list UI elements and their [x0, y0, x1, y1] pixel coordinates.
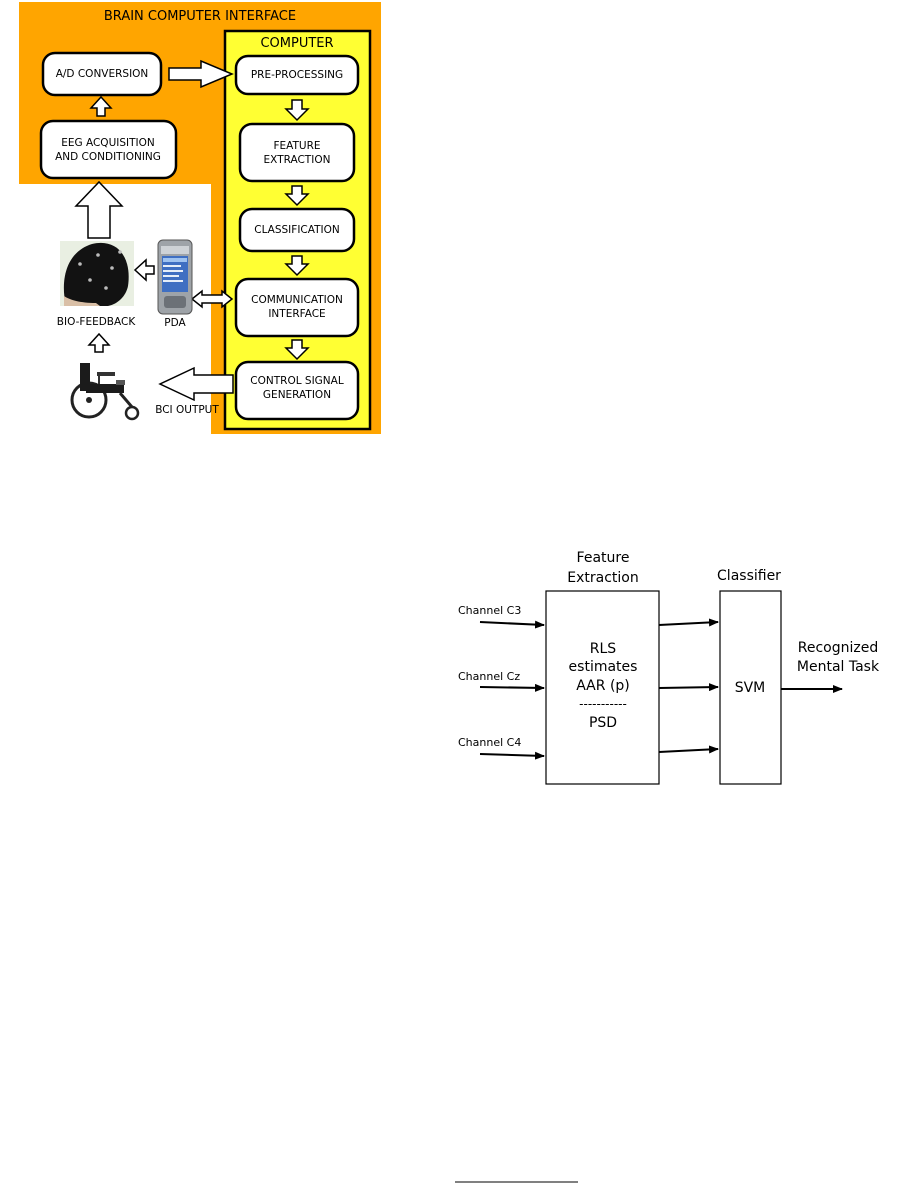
bci-title: BRAIN COMPUTER INTERFACE	[104, 9, 296, 24]
separator-label: -----------	[579, 697, 627, 711]
rls-label: RLS	[590, 641, 617, 657]
communication-interface-box: COMMUNICATION INTERFACE	[234, 277, 360, 338]
arrow-pda-comm-bidirectional	[190, 289, 234, 309]
feature-label-line1: FEATURE	[273, 140, 320, 152]
classifier-header: Classifier	[717, 568, 781, 584]
comm-label-line1: COMMUNICATION	[251, 294, 343, 306]
arrow-eeg-to-ad	[89, 95, 113, 117]
eeg-head-image	[60, 241, 134, 306]
output-label-line1: Recognized	[798, 640, 878, 656]
comm-label-line2: INTERFACE	[268, 308, 325, 320]
feature-extraction-header-line1: Feature	[577, 550, 630, 566]
classification-label: CLASSIFICATION	[254, 224, 340, 236]
feature-extraction-box: FEATURE EXTRACTION	[238, 122, 356, 183]
arrow-wheelchair-to-feedback	[87, 332, 111, 353]
eeg-label-line2: AND CONDITIONING	[55, 151, 161, 163]
arrow-comm-to-control	[284, 339, 310, 361]
wheelchair-image	[70, 363, 140, 421]
estimates-label: estimates	[569, 659, 638, 675]
pda-label: PDA	[164, 317, 186, 329]
arrow-classification-to-comm	[284, 255, 310, 277]
ad-conversion-label: A/D CONVERSION	[56, 68, 149, 80]
preprocessing-label: PRE-PROCESSING	[251, 69, 343, 81]
bci-figure: BRAIN COMPUTER INTERFACE COMPUTER A/D CO…	[19, 2, 381, 434]
feature-extraction-block	[545, 590, 660, 785]
feature-label-line2: EXTRACTION	[264, 154, 331, 166]
control-label-line1: CONTROL SIGNAL	[250, 375, 344, 387]
classification-figure: Feature Extraction Classifier RLS estima…	[458, 550, 880, 785]
channel-cz-label: Channel Cz	[458, 670, 520, 683]
feature-to-svm-arrow-2	[658, 683, 719, 692]
arrow-control-to-wheelchair	[158, 366, 234, 402]
eeg-acquisition-box: EEG ACQUISITION AND CONDITIONING	[39, 119, 178, 180]
channel-c4-label: Channel C4	[458, 736, 521, 749]
feature-to-svm-arrow-1	[658, 618, 719, 627]
control-signal-box: CONTROL SIGNAL GENERATION	[234, 360, 360, 421]
channel-c3-label: Channel C3	[458, 604, 521, 617]
preprocessing-box: PRE-PROCESSING	[234, 54, 360, 96]
feature-to-svm-arrow-3	[658, 745, 719, 754]
feature-extraction-header-line2: Extraction	[567, 570, 638, 586]
aar-label: AAR (p)	[576, 678, 630, 694]
channel-c4-arrow	[479, 751, 545, 760]
computer-label: COMPUTER	[260, 36, 333, 51]
svm-block	[719, 590, 782, 785]
arrow-ad-to-preprocessing	[168, 59, 234, 89]
arrow-pda-to-head	[133, 258, 155, 282]
eeg-label-line1: EEG ACQUISITION	[61, 137, 155, 149]
bci-output-label: BCI OUTPUT	[155, 404, 219, 416]
arrow-preprocessing-to-feature	[284, 99, 310, 122]
psd-label: PSD	[589, 715, 617, 731]
classification-box: CLASSIFICATION	[238, 207, 356, 253]
output-label-line2: Mental Task	[797, 659, 880, 675]
arrow-head-to-eeg	[74, 180, 124, 239]
ad-conversion-box: A/D CONVERSION	[41, 51, 163, 97]
control-label-line2: GENERATION	[263, 389, 331, 401]
arrow-feature-to-classification	[284, 185, 310, 207]
biofeedback-label: BIO-FEEDBACK	[57, 316, 137, 328]
pda-device-image	[157, 239, 193, 315]
channel-cz-arrow	[479, 683, 545, 692]
channel-c3-arrow	[479, 620, 545, 629]
svm-label: SVM	[735, 680, 766, 696]
